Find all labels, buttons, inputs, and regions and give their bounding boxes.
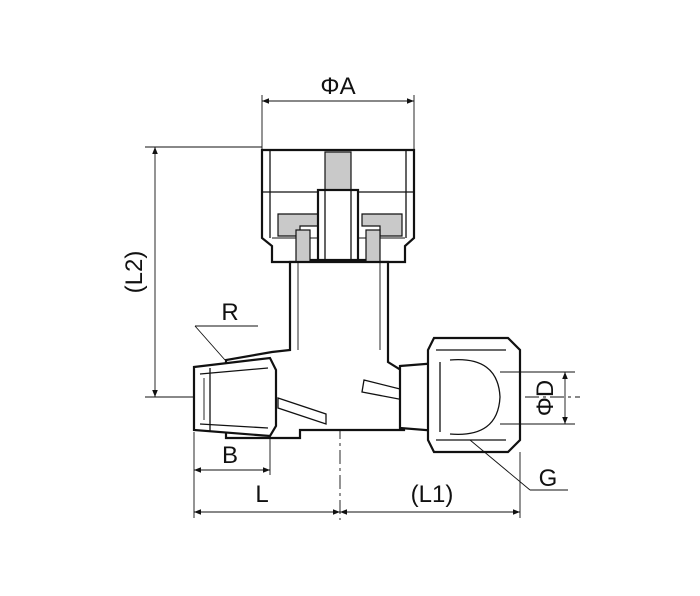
dim-b: B	[193, 432, 271, 518]
label-g: G	[539, 465, 558, 492]
leader-g: G	[469, 439, 568, 492]
dim-l2: (L2)	[121, 146, 262, 398]
right-fitting	[398, 336, 522, 454]
label-b: B	[222, 442, 238, 469]
label-l2: (L2)	[121, 251, 148, 294]
label-phi-d: ΦD	[532, 380, 559, 416]
dim-phi-a: ΦA	[261, 73, 415, 150]
left-threaded-port	[192, 356, 278, 438]
label-r: R	[221, 299, 238, 326]
label-phi-a: ΦA	[320, 73, 355, 100]
leader-r: R	[194, 299, 258, 361]
label-l: L	[255, 481, 268, 508]
label-l1: (L1)	[411, 481, 454, 508]
dim-phi-d: ΦD	[500, 371, 575, 425]
dim-l-l1: L (L1)	[194, 452, 521, 518]
